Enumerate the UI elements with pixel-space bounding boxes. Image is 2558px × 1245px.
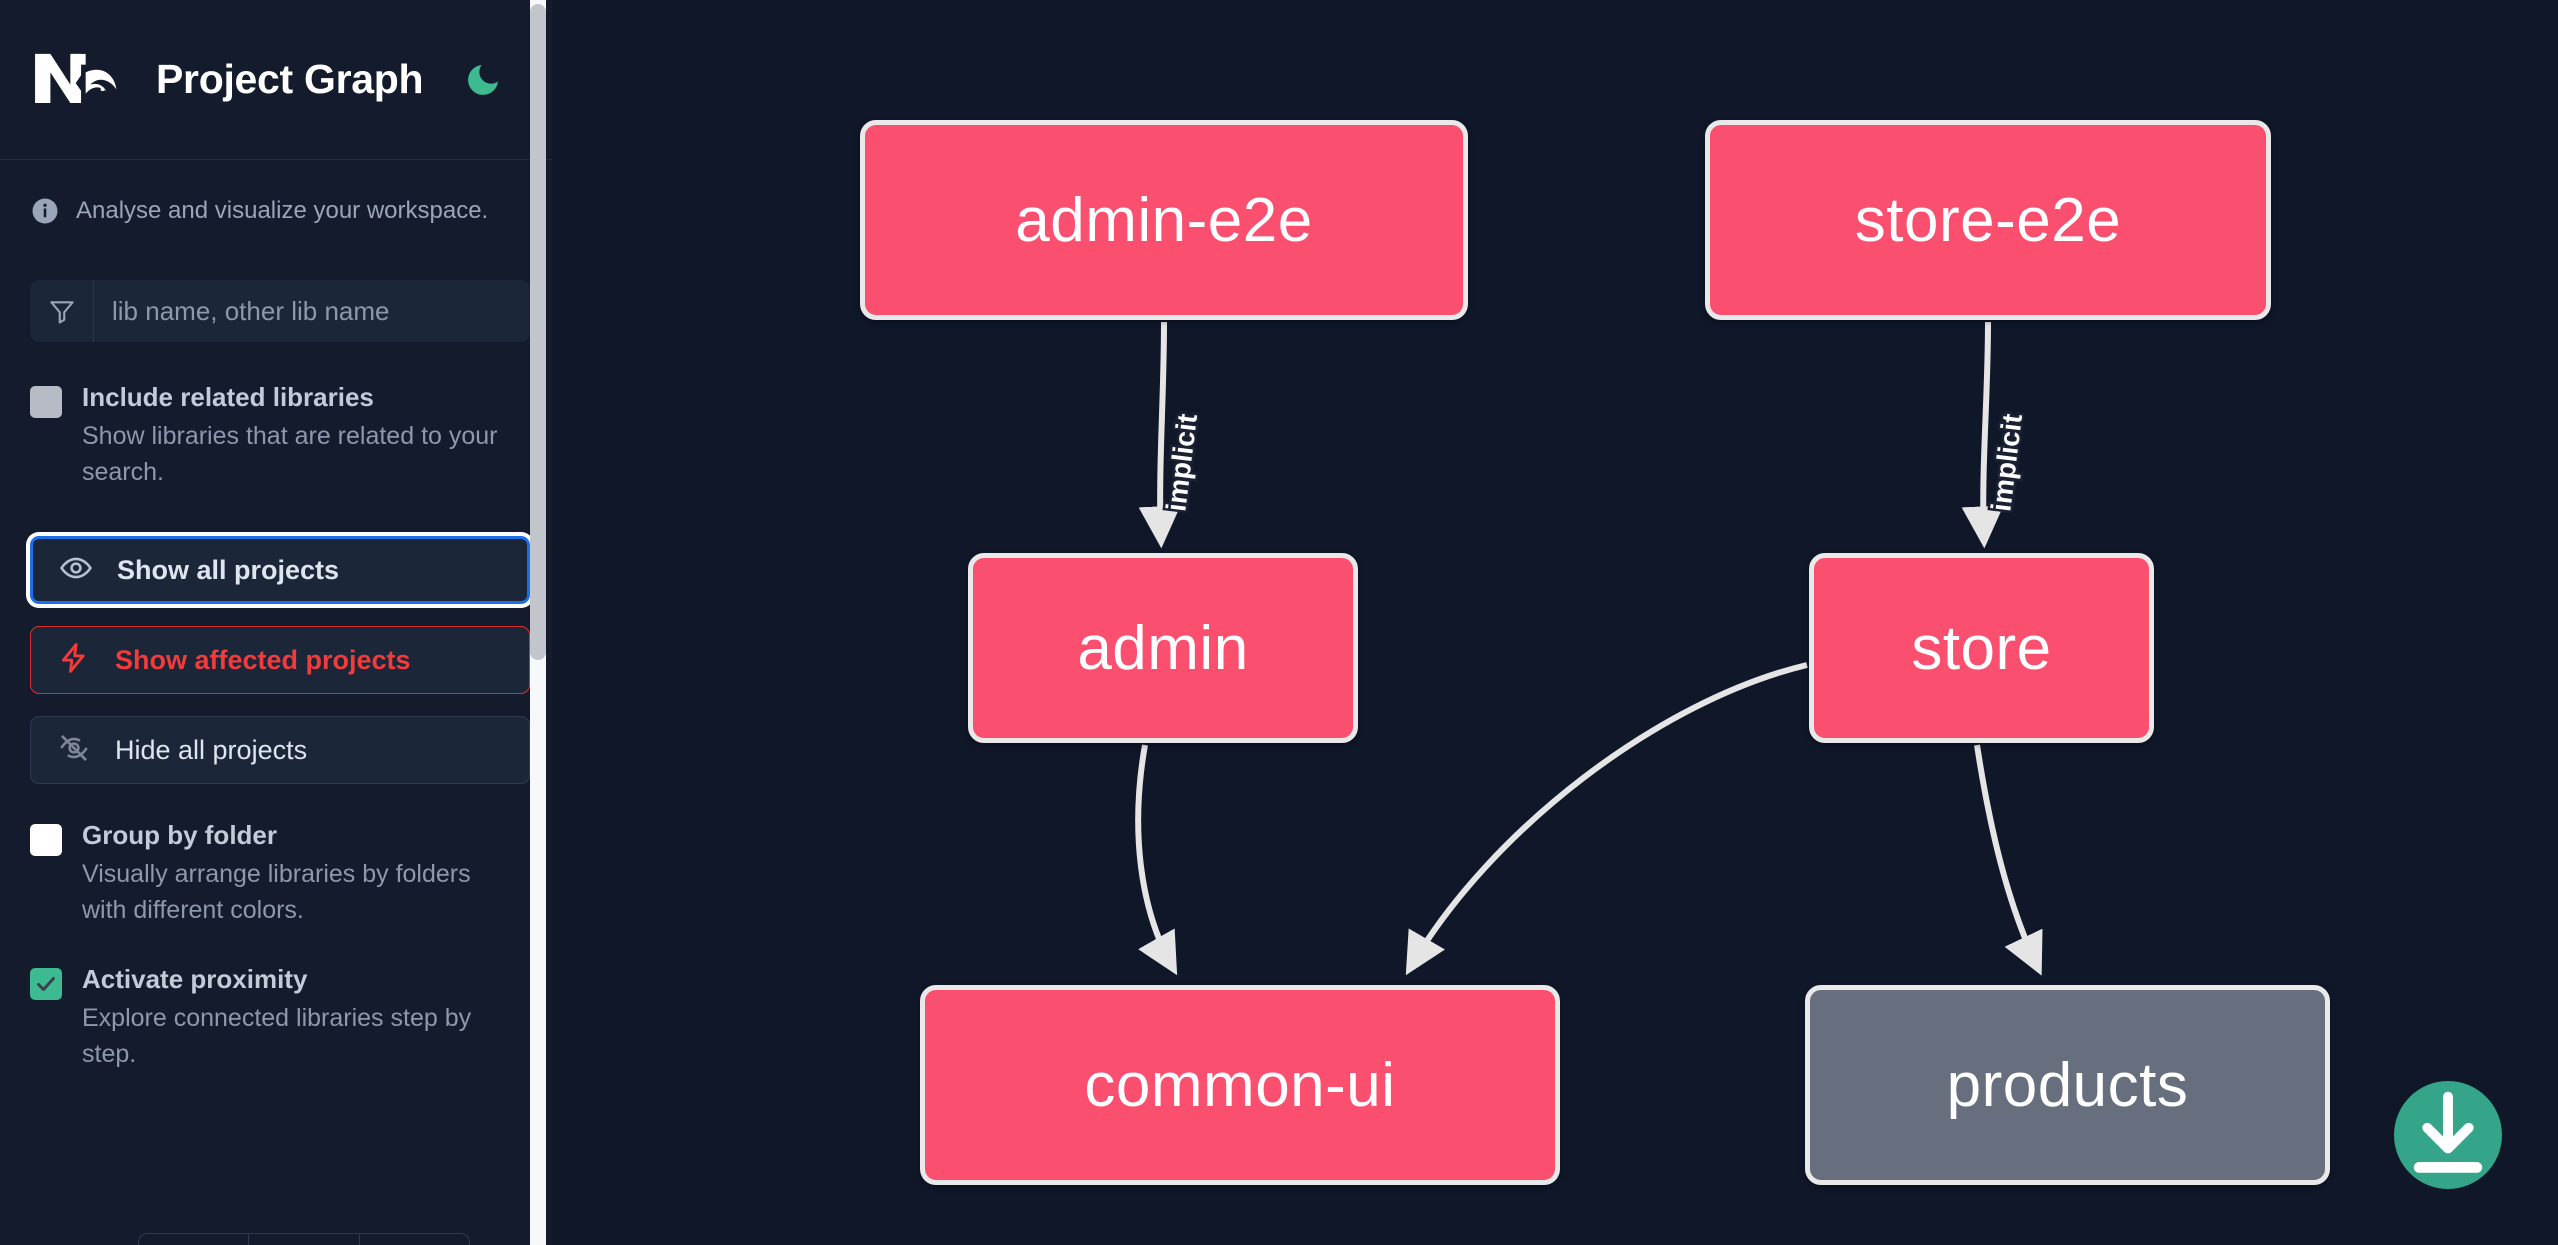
- hide-all-projects-label: Hide all projects: [115, 734, 308, 765]
- page-title: Project Graph: [156, 56, 424, 102]
- checkbox-row-group-by-folder[interactable]: Group by folder Visually arrange librari…: [30, 818, 530, 928]
- graph-node-store[interactable]: store: [1809, 553, 2154, 743]
- sidebar-scrollbar[interactable]: [530, 0, 546, 1245]
- moon-icon[interactable]: [457, 54, 509, 106]
- graph-edges: [1135, 321, 2043, 976]
- search-field[interactable]: [30, 280, 530, 342]
- edge-admin-to-common-ui: [1135, 744, 1178, 976]
- lightning-icon: [57, 641, 91, 680]
- graph-node-admin-e2e[interactable]: admin-e2e: [860, 120, 1468, 320]
- graph-node-label: common-ui: [1084, 1050, 1396, 1120]
- filter-icon: [30, 280, 94, 342]
- sidebar-body: Analyse and visualize your workspace. In…: [0, 160, 560, 1245]
- show-affected-projects-button[interactable]: Show affected projects: [30, 626, 530, 695]
- show-all-projects-label: Show all projects: [117, 554, 340, 585]
- nx-logo-icon: [32, 49, 124, 111]
- proximity-step-increase[interactable]: [360, 1234, 469, 1245]
- group-by-folder-description: Visually arrange libraries by folders wi…: [82, 860, 471, 924]
- activate-proximity-checkbox[interactable]: [30, 968, 62, 1001]
- edge-store-to-products: [1974, 744, 2043, 976]
- activate-proximity-description: Explore connected libraries step by step…: [82, 1004, 472, 1068]
- graph-node-label: store-e2e: [1854, 185, 2122, 255]
- analyse-info-text: Analyse and visualize your workspace.: [76, 197, 489, 224]
- group-by-folder-label: Group by folder: [82, 820, 277, 851]
- eye-off-icon: [57, 731, 91, 770]
- graph-node-common-ui[interactable]: common-ui: [920, 985, 1560, 1185]
- sidebar-scrollbar-thumb[interactable]: [530, 4, 546, 660]
- show-all-projects-button[interactable]: Show all projects: [30, 536, 530, 605]
- graph-node-store-e2e[interactable]: store-e2e: [1705, 120, 2271, 320]
- hide-all-projects-button[interactable]: Hide all projects: [30, 716, 530, 785]
- sidebar-header: Project Graph: [0, 0, 560, 160]
- include-related-libraries-checkbox[interactable]: [30, 386, 62, 418]
- download-button[interactable]: [2394, 1081, 2502, 1189]
- graph-node-label: admin-e2e: [1015, 185, 1313, 255]
- include-related-libraries-label: Include related libraries: [82, 382, 374, 412]
- proximity-step-decrease[interactable]: [139, 1234, 250, 1245]
- sidebar-right-edge: [552, 0, 560, 1245]
- search-input[interactable]: [94, 280, 530, 342]
- graph-node-label: admin: [1077, 613, 1249, 683]
- graph-node-label: products: [1946, 1050, 2189, 1120]
- edge-admin-e2e-to-admin: [1138, 321, 1181, 549]
- graph-node-admin[interactable]: admin: [968, 553, 1358, 743]
- proximity-step-button-group[interactable]: [138, 1233, 470, 1245]
- graph-node-label: store: [1911, 613, 2052, 683]
- graph-node-products[interactable]: products: [1805, 985, 2330, 1185]
- edge-store-to-common-ui: [1405, 662, 1808, 976]
- proximity-step-value[interactable]: [249, 1234, 360, 1245]
- project-graph-canvas[interactable]: implicit implicit admin-e2e store-e2e ad…: [560, 0, 2558, 1245]
- show-affected-projects-label: Show affected projects: [115, 644, 411, 675]
- checkbox-row-activate-proximity[interactable]: Activate proximity Explore connected lib…: [30, 962, 530, 1072]
- sidebar: Project Graph Analyse and visualize your…: [0, 0, 560, 1245]
- include-related-libraries-description: Show libraries that are related to your …: [82, 422, 498, 486]
- group-by-folder-checkbox[interactable]: [30, 824, 62, 857]
- info-icon: [30, 196, 60, 226]
- edge-store-e2e-to-store: [1961, 321, 2004, 549]
- visibility-button-group: Show all projects Show affected projects: [30, 536, 530, 785]
- activate-proximity-label: Activate proximity: [82, 964, 308, 995]
- checkbox-row-include-related-libraries[interactable]: Include related libraries Show libraries…: [30, 380, 530, 490]
- eye-icon: [59, 551, 93, 590]
- analyse-info-row: Analyse and visualize your workspace.: [30, 160, 530, 236]
